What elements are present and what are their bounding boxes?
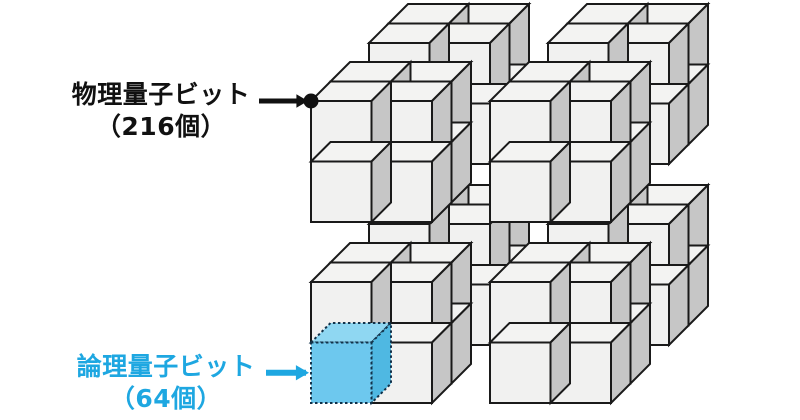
- annotation-layer: [259, 93, 319, 381]
- physical-qubit-label-text: 物理量子ビット: [71, 80, 251, 109]
- physical-qubit-arrow-head: [296, 94, 308, 108]
- logical-qubit-count: （64個）: [109, 383, 223, 413]
- logical-qubit-label-text: 論理量子ビット: [76, 352, 256, 381]
- physical-qubit-dot-marker: [303, 93, 319, 109]
- physical-qubit-count: （216個）: [95, 111, 227, 141]
- cube-lattice: [308, 1, 711, 406]
- logical-qubit-arrow-head: [295, 365, 309, 381]
- logical-qubit-label: 論理量子ビット （64個）: [66, 352, 266, 413]
- physical-qubit-label: 物理量子ビット （216個）: [56, 80, 266, 141]
